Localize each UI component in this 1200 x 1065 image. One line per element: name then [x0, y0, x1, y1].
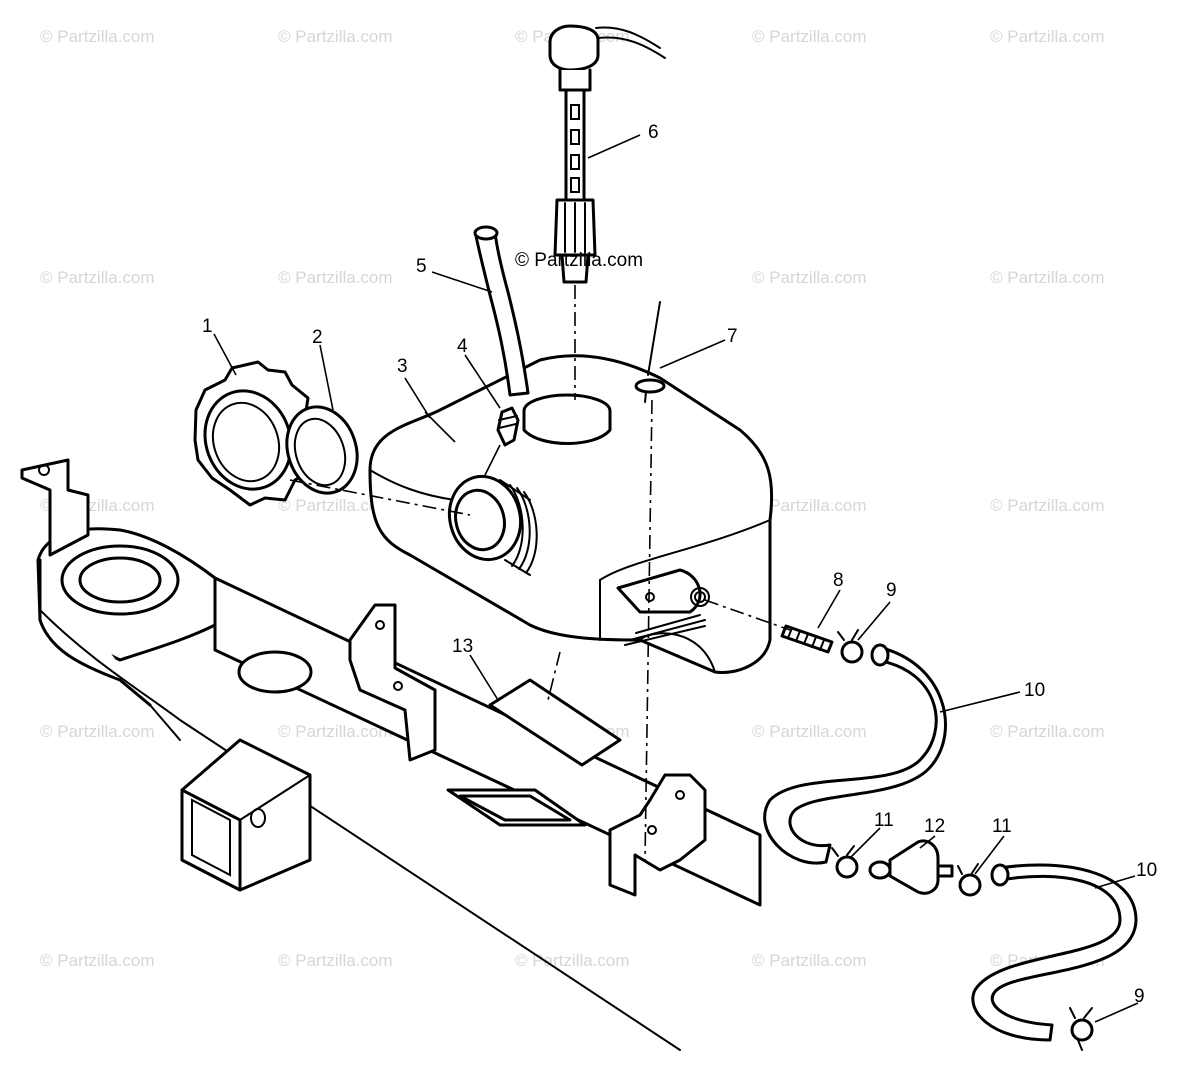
callout-13: 13: [452, 636, 473, 657]
callout-2: 2: [312, 327, 323, 348]
watermark: © Partzilla.com: [278, 268, 393, 287]
watermark: © Partzilla.com: [278, 27, 393, 46]
inline-valve: [868, 839, 954, 895]
outlet-fitting: [780, 624, 834, 654]
watermark: © Partzilla.com: [990, 722, 1105, 741]
watermark: © Partzilla.com: [752, 722, 867, 741]
callout-11: 11: [874, 810, 894, 831]
vent-fitting: [496, 406, 520, 447]
watermark: © Partzilla.com: [40, 27, 155, 46]
callout-11: 11: [992, 816, 1012, 837]
drain-rod: [634, 301, 666, 403]
oil-hose: [763, 643, 947, 865]
filler-cap: [193, 360, 317, 507]
watermark: © Partzilla.com: [278, 951, 393, 970]
watermark: © Partzilla.com: [752, 951, 867, 970]
callout-8: 8: [833, 570, 844, 591]
hose-clamp: [831, 845, 859, 879]
callout-12: 12: [924, 816, 945, 837]
watermark: © Partzilla.com: [515, 951, 630, 970]
watermark: © Partzilla.com: [40, 722, 155, 741]
hose-clamp: [837, 629, 864, 664]
watermark: © Partzilla.com: [990, 496, 1105, 515]
oil-hose: [971, 863, 1138, 1042]
watermark: © Partzilla.com: [278, 722, 393, 741]
callout-6: 6: [648, 122, 659, 143]
watermark: © Partzilla.com: [752, 268, 867, 287]
callout-10: 10: [1024, 680, 1045, 701]
watermark: © Partzilla.com: [278, 496, 393, 515]
decal: [488, 678, 622, 767]
callout-10: 10: [1136, 860, 1157, 881]
watermark: © Partzilla.com: [40, 268, 155, 287]
hose-clamp: [957, 863, 982, 897]
assembly-guides: [289, 285, 791, 861]
callout-3: 3: [397, 356, 408, 377]
watermark: © Partzilla.com: [990, 27, 1105, 46]
callout-5: 5: [416, 256, 427, 277]
callout-9: 9: [886, 580, 897, 601]
watermark: © Partzilla.com: [40, 951, 155, 970]
callout-4: 4: [457, 336, 468, 357]
callout-1: 1: [202, 316, 213, 337]
callout-9: 9: [1134, 986, 1145, 1007]
rear-frame: [20, 458, 762, 1051]
callout-leaders: [213, 134, 1139, 1023]
oil-tank: [368, 354, 774, 675]
watermark: © Partzilla.com: [990, 268, 1105, 287]
vent-hose: [473, 225, 530, 397]
hose-clamp: [1069, 1007, 1094, 1051]
callout-7: 7: [727, 326, 738, 347]
watermark-layer: © Partzilla.com © Partzilla.com © Partzi…: [40, 27, 1105, 970]
watermark: © Partzilla.com: [752, 496, 867, 515]
dipstick: [548, 24, 666, 284]
watermark-dark: © Partzilla.com: [515, 250, 643, 271]
callout-labels: 1 2 3 4 5 6 7 8 9 10 11 12 11 10 9 13: [202, 122, 1157, 1007]
cap-gasket: [285, 405, 359, 495]
watermark: © Partzilla.com: [752, 27, 867, 46]
